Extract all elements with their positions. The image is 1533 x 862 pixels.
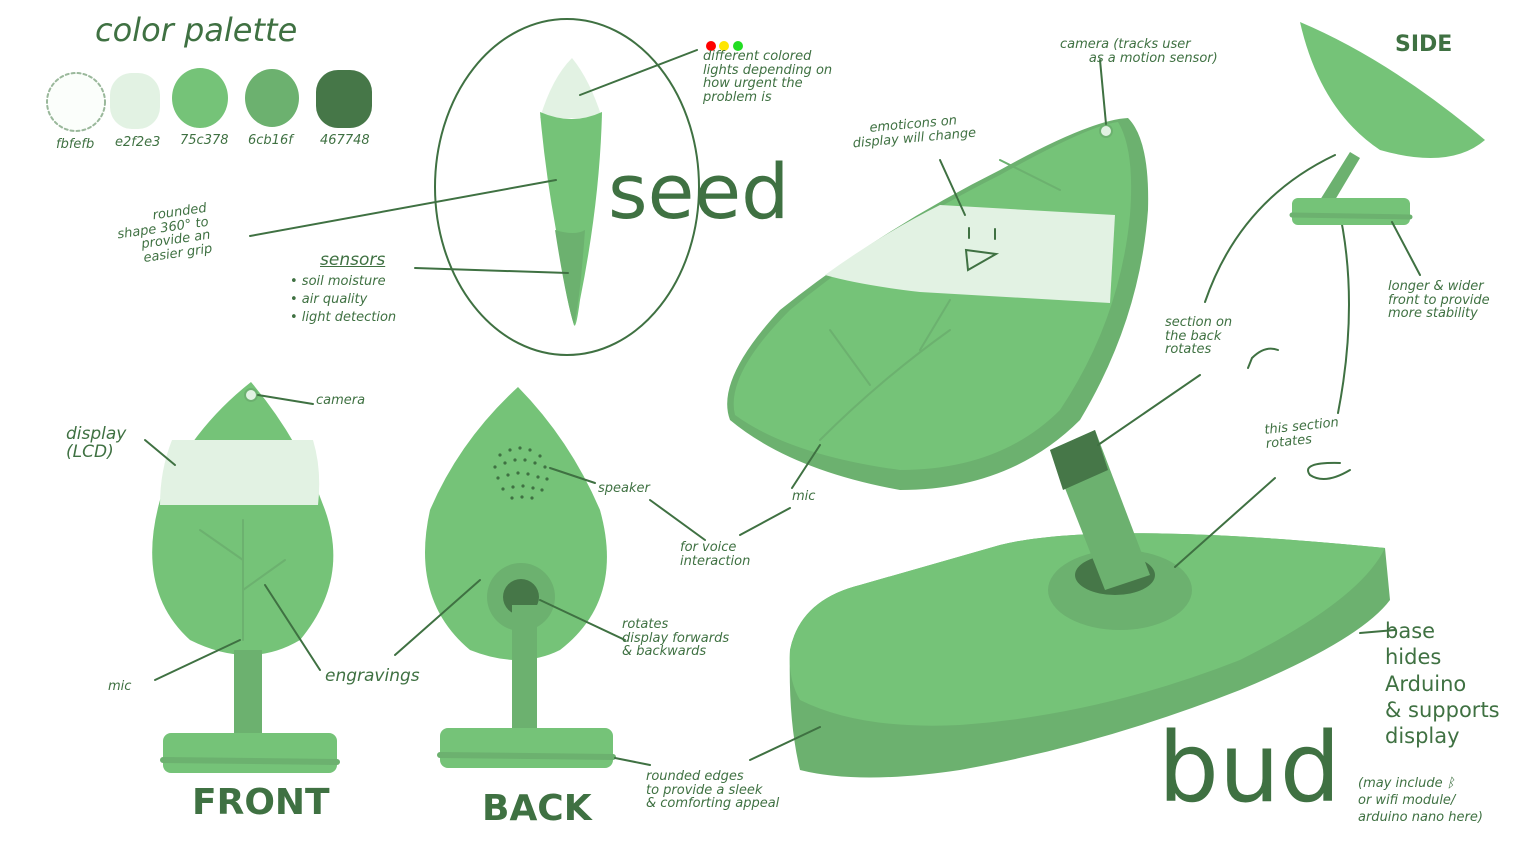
red-light-icon [706, 41, 716, 51]
rotate-arrow-icon [1247, 347, 1279, 369]
base-small-note: (may include ᛒ or wifi module/ arduino n… [1358, 776, 1483, 825]
bud-display [825, 205, 1115, 303]
swatch-e2f2e3 [110, 73, 160, 129]
swatch-label: 6cb16f [248, 133, 293, 148]
front-display-label: display (LCD) [66, 424, 127, 462]
side-leaf [1300, 22, 1485, 158]
sensor-item: • light detection [290, 310, 397, 325]
front-display [160, 440, 320, 505]
bud-mic-label: mic [792, 489, 816, 504]
swatch-75c378 [172, 68, 228, 128]
back-leaf [425, 387, 607, 660]
lights-note: different colored lights depending on ho… [703, 49, 833, 105]
swatch-fbfefb [46, 72, 106, 132]
sensor-item: • air quality [290, 292, 368, 307]
swatch-label: e2f2e3 [115, 135, 161, 150]
front-mic-label: mic [108, 679, 132, 694]
smiley-emoticon-icon [964, 227, 1000, 272]
back-rotates-label: section on the back rotates [1165, 315, 1233, 358]
swatch-467748 [316, 70, 372, 128]
swatch-label: fbfefb [56, 137, 95, 152]
back-title: BACK [482, 788, 592, 829]
voice-label: for voice interaction [680, 540, 751, 569]
speaker-label: speaker [598, 481, 650, 496]
seed-body [540, 112, 602, 326]
base-note: base hides Arduino & supports display [1385, 619, 1500, 748]
front-title: FRONT [192, 782, 330, 823]
swatch-label: 75c378 [180, 133, 229, 148]
speaker-grille-icon [493, 446, 549, 500]
sensor-item: • soil moisture [290, 274, 386, 289]
rotates-label: rotates display forwards & backwards [622, 617, 730, 660]
side-title: SIDE [1395, 32, 1453, 57]
back-base [440, 728, 613, 768]
engravings-label: engravings [325, 666, 420, 686]
seed-title: seed [608, 147, 790, 236]
front-camera-label: camera [316, 393, 366, 408]
side-note: longer & wider front to provide more sta… [1388, 279, 1490, 322]
palette-title: color palette [95, 11, 298, 49]
swatch-label: 467748 [320, 133, 370, 148]
bud-title: bud [1158, 712, 1341, 824]
swatch-6cb16f [245, 69, 299, 127]
green-light-icon [733, 41, 743, 51]
rounded-edges-label: rounded edges to provide a sleek & comfo… [646, 769, 780, 812]
bud-camera-label: camera (tracks user as a motion sensor) [1060, 37, 1218, 66]
side-base [1292, 198, 1410, 225]
front-base [163, 733, 337, 773]
rotate-circle-icon [1307, 461, 1351, 480]
seed-light-cap [540, 58, 602, 118]
sensors-title: sensors [320, 250, 386, 270]
bud-camera-icon [1099, 124, 1113, 138]
seed-outline-circle [434, 18, 700, 356]
yellow-light-icon [719, 41, 729, 51]
